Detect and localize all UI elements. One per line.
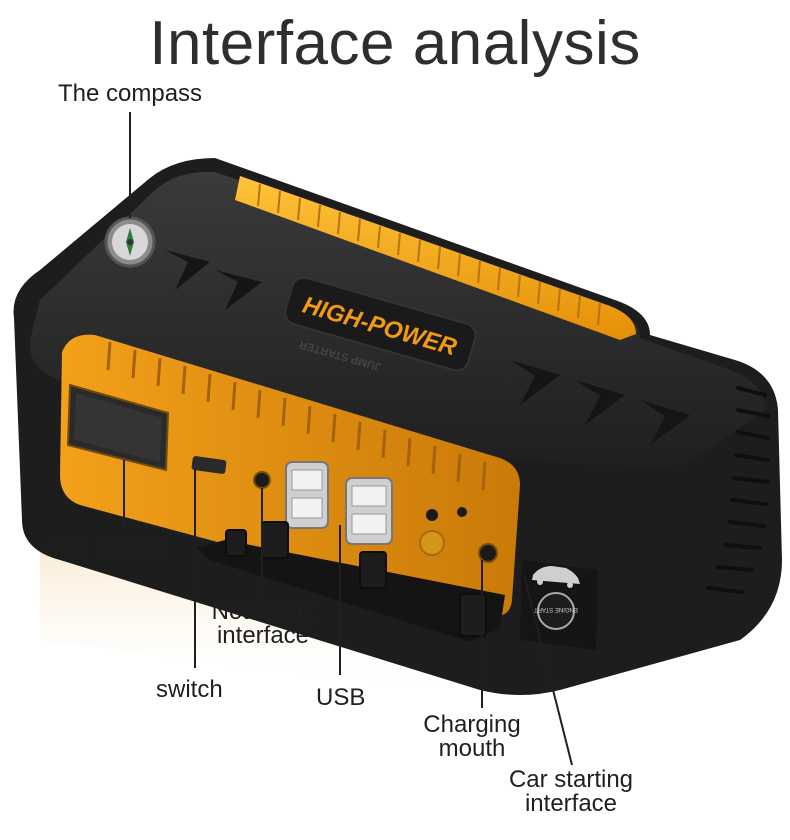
engine-start-button[interactable]: ENGINE START	[534, 592, 578, 630]
label-car-starting: Car starting interface	[496, 768, 646, 816]
charging-port[interactable]	[478, 543, 498, 563]
label-car-line1: Car starting	[508, 766, 634, 793]
front-panel-ribs	[106, 341, 487, 491]
side-grip-ribs	[706, 386, 770, 594]
power-switch[interactable]	[191, 456, 227, 475]
top-rim-stripe	[235, 176, 636, 340]
engine-start-text: ENGINE START	[534, 606, 578, 612]
notebook-port[interactable]	[253, 471, 271, 489]
label-notebook: Notebook interface	[198, 600, 328, 648]
label-usb: USB	[316, 684, 366, 711]
label-charging-line1: Charging	[423, 711, 521, 738]
callout-lines	[123, 112, 573, 766]
label-charging-line2: mouth	[438, 735, 506, 762]
label-notebook-line2: interface	[216, 622, 310, 649]
label-car-line2: interface	[524, 790, 618, 817]
top-chevrons	[165, 250, 690, 445]
label-compass: The compass	[58, 80, 203, 107]
port-cover	[196, 540, 505, 642]
label-notebook-line1: Notebook	[211, 598, 315, 625]
usb-ports[interactable]	[285, 461, 393, 545]
cover-plugs	[225, 521, 487, 637]
car-icon	[532, 566, 580, 588]
page-title: Interface analysis	[149, 9, 641, 78]
label-charging: Charging mouth	[412, 713, 532, 761]
label-switch: switch	[156, 676, 223, 703]
top-rim-ribs	[257, 183, 601, 326]
compass-icon	[104, 216, 156, 268]
label-screen: The screen	[48, 535, 169, 562]
